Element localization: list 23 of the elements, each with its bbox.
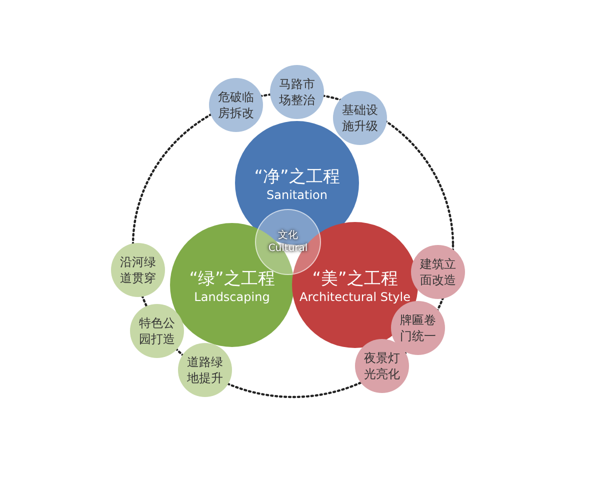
item-circle: [333, 91, 387, 145]
circle-title: 夜景灯光亮化: [363, 350, 401, 382]
circle-title: 牌匾卷门统一: [399, 312, 437, 344]
item-circle: [178, 343, 232, 397]
circle-title: 道路绿地提升: [186, 354, 224, 386]
item-circle: [411, 245, 465, 299]
circle-title: 特色公园打造: [138, 315, 176, 347]
circle-title: “净”之工程: [254, 166, 340, 188]
circle-title: 建筑立面改造: [419, 256, 457, 288]
circle-title: “绿”之工程: [189, 268, 275, 290]
item-circle: [209, 78, 263, 132]
circle-title: “美”之工程: [312, 268, 398, 290]
item-circle: [270, 65, 324, 119]
circle-title: 文化: [278, 229, 298, 242]
circle-subtitle: Sanitation: [266, 188, 328, 202]
circle-subtitle: Architectural Style: [300, 290, 410, 304]
circle-title: 危破临房拆改: [217, 89, 255, 121]
circle-title: 沿河绿道贯穿: [119, 254, 157, 286]
circle-subtitle: Landscaping: [194, 290, 270, 304]
item-circle: [130, 304, 184, 358]
circle-title: 基础设施升级: [341, 102, 379, 134]
circle-title: 马路市场整治: [278, 76, 316, 108]
item-circle: [111, 243, 165, 297]
